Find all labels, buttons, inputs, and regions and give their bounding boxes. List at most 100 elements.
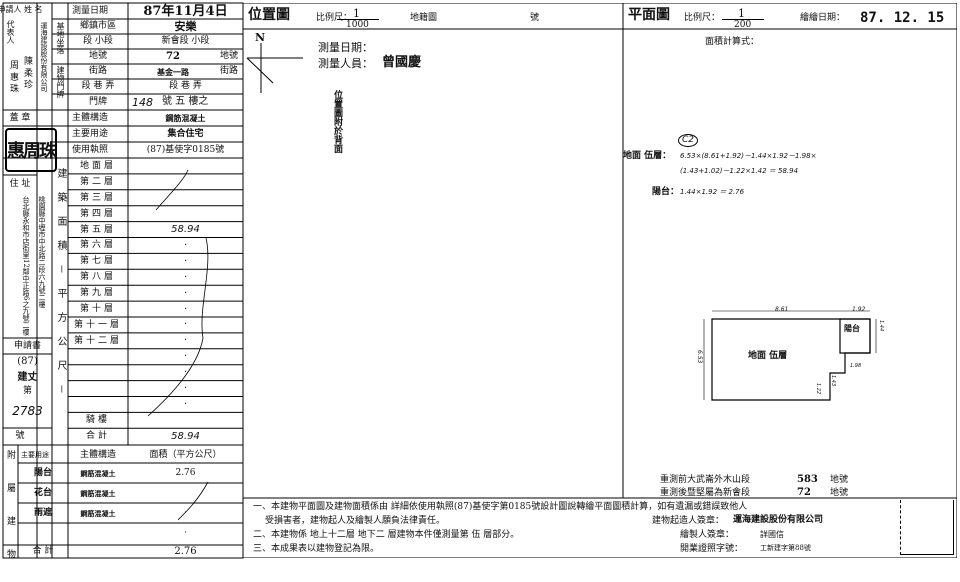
owner-label: 建物起造人簽章： xyxy=(652,516,725,526)
section-label: 段 小段 xyxy=(83,36,113,46)
door-number: 148 xyxy=(132,95,153,109)
annex-use: 陽台 xyxy=(33,467,52,478)
application-year: (87) xyxy=(17,356,38,367)
floor-name xyxy=(68,351,128,364)
annex-area: 2.76 xyxy=(175,467,196,478)
floor-plan-drawing xyxy=(703,310,877,401)
floor-area: · xyxy=(183,335,188,347)
room-label: 地面 伍層 xyxy=(748,351,788,361)
post-survey-number: 72 xyxy=(797,487,811,498)
footer-note-1: 一、本建物平面圖及建物面積係由 詳細依使用執照(87)基使字第0185號設計圖說… xyxy=(253,502,748,512)
calc-line3: 1.44×1.92 ＝ 2.76 xyxy=(680,188,745,196)
floor-area: · xyxy=(183,398,188,410)
floor-name: 第五層 xyxy=(79,224,116,235)
area-calc-label: 面積計算式： xyxy=(705,37,760,47)
annex-structure: 鋼筋混凝土 xyxy=(80,488,116,498)
drawer-label: 繪製人簽章： xyxy=(680,530,735,540)
cert-label: 開業證照字號： xyxy=(680,544,744,554)
annex-total-value: 2.76 xyxy=(174,545,197,557)
rep-label: 代表人 xyxy=(6,20,15,44)
floor-name xyxy=(68,367,128,380)
calc-line2: (1.43+1.02)－1.22×1.42 ＝ 58.94 xyxy=(680,167,799,175)
lane-label: 段 巷 弄 xyxy=(81,81,115,91)
annex-area: · xyxy=(184,527,187,538)
rep-name: 陳 柔 珍 xyxy=(22,56,32,89)
plan-scale-label: 比例尺： xyxy=(684,13,721,23)
seal-stamp: 惠周珠 xyxy=(5,128,57,172)
annex-use xyxy=(18,525,68,541)
location-scale-bar xyxy=(337,19,379,20)
floor-area: · xyxy=(183,303,188,315)
footer-note-2: 二、本建物係 地上十二層 地下二 層建物本件僅測量第 伍 層部分。 xyxy=(253,530,520,540)
floor-area: · xyxy=(183,367,188,379)
address-value-2: 桃園縣中壢市中北路二段六九號二樓 xyxy=(38,196,46,308)
form-grid xyxy=(2,2,244,559)
seal-label: 蓋 章 xyxy=(9,112,31,123)
structure-label: 主體構造 xyxy=(71,112,108,123)
balcony-label: 陽台 xyxy=(844,323,860,333)
floor-area: · xyxy=(183,271,188,283)
county-label: 鄉鎮市區 xyxy=(79,21,116,31)
pre-survey-number: 583 xyxy=(797,474,818,485)
location-back-note: 位置圖附於背面 xyxy=(332,90,342,153)
dim-left: 6.53 xyxy=(696,350,703,364)
application-di: 第 xyxy=(22,385,32,396)
plan-scale-den: 200 xyxy=(734,20,752,30)
county-value: 安樂 xyxy=(174,20,197,33)
north-label: N xyxy=(255,31,266,44)
calc-line1: 6.53×(8.61+1.92)－1.44×1.92－1.98× xyxy=(680,152,817,160)
floor-area: · xyxy=(183,319,188,331)
footer-note-1b: 受損害者，建物起人及繪製人願負法律責任。 xyxy=(265,516,446,526)
calc-line1-label: 地面 伍層： xyxy=(623,151,672,161)
road-suffix: 街路 xyxy=(219,66,238,76)
use-label: 主要用途 xyxy=(71,128,108,139)
permit-label: 使用執照 xyxy=(71,144,108,155)
applicant-label: 申請人 姓 名 xyxy=(0,5,43,14)
floor-name xyxy=(68,383,128,396)
location-scale-num: 1 xyxy=(353,7,360,20)
location-map-title: 位置圖 xyxy=(248,7,290,23)
application-type: 建丈 xyxy=(17,372,38,383)
location-label: 基地坐落 xyxy=(56,22,65,54)
floor-area: · xyxy=(183,239,188,251)
annex-structure: 鋼筋混凝土 xyxy=(80,508,116,518)
cadastral-map-label: 地籍圖 xyxy=(410,13,438,23)
annex-total-label: 合 計 xyxy=(32,546,54,556)
lot-suffix: 地號 xyxy=(219,51,238,61)
floor-area: · xyxy=(183,255,188,267)
address-label: 住 址 xyxy=(9,178,31,189)
post-survey-suffix: 地號 xyxy=(830,488,849,498)
address-value: 台北縣永和市店街里12鄰中正路6之九號二樓 xyxy=(22,196,30,336)
cert-number: 工新建字第88號 xyxy=(760,544,811,552)
structure-value: 鋼筋混凝土 xyxy=(165,113,206,123)
pre-survey-suffix: 地號 xyxy=(830,475,849,485)
dim-small3: 1.43 xyxy=(830,375,836,387)
survey-date-label: 測量日期 xyxy=(71,5,108,16)
floor-name: 第九層 xyxy=(79,288,116,299)
annex-tick-stroke xyxy=(177,481,209,521)
annex-use: 花台 xyxy=(33,487,52,498)
annex-use: 雨遮 xyxy=(33,507,52,518)
floor-area: 58.94 xyxy=(171,430,200,442)
application-hao: 號 xyxy=(15,430,25,441)
dim-top: 8.61 xyxy=(775,306,789,313)
floors-vertical-label: 建築面積－平方公尺－ xyxy=(55,168,66,408)
footer-note-3: 三、本成果表以建物登記為限。 xyxy=(253,544,380,554)
surveyor-label: 測量人員： xyxy=(318,57,373,70)
dim-small1: 1.44 xyxy=(878,320,884,332)
map-no-label: 號 xyxy=(530,13,540,23)
drawer-name: 詳國信 xyxy=(760,530,784,539)
plan-scale-num: 1 xyxy=(738,7,745,20)
use-value: 集合住宅 xyxy=(167,128,204,139)
door-suffix: 號 五 樓之 xyxy=(162,96,209,107)
annex-area-label: 面積（平方公尺） xyxy=(149,449,222,460)
floor-name: 第八層 xyxy=(79,272,116,283)
lane-value: 段 巷 弄 xyxy=(169,81,202,91)
location-scale-label: 比例尺： xyxy=(316,13,353,23)
road-label: 街路 xyxy=(88,66,107,76)
pre-survey-label: 重測前大武崙外木山段 xyxy=(660,475,751,485)
signature-seal-box xyxy=(900,500,954,555)
annex-structure: 鋼筋混凝土 xyxy=(80,468,116,478)
calc-line3-label: 陽台： xyxy=(652,187,680,197)
